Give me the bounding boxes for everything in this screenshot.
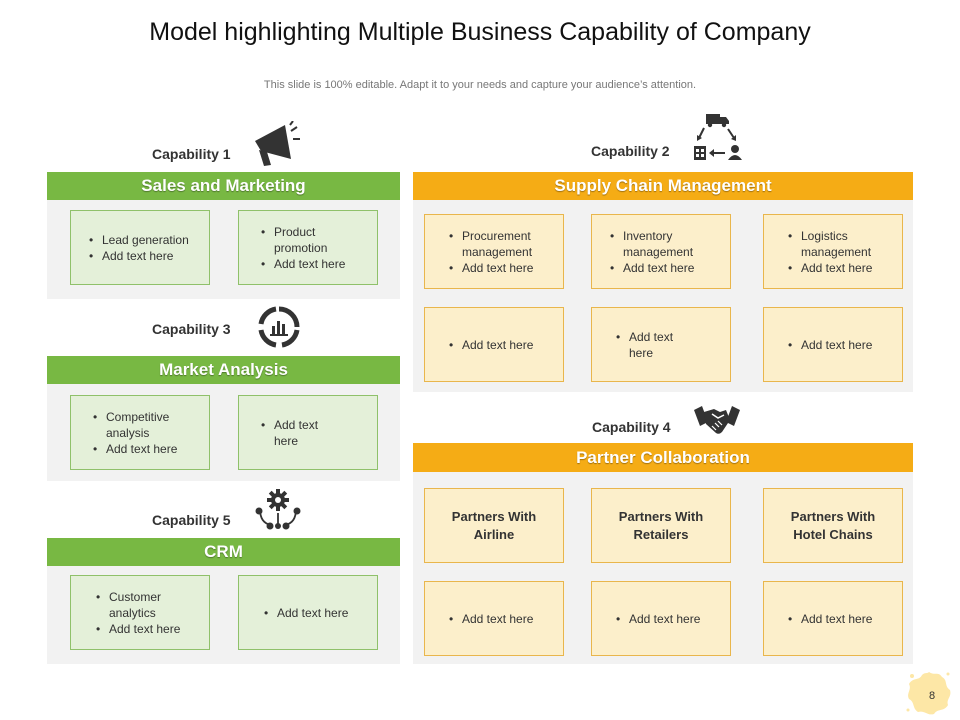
list-item: Add text here (94, 621, 194, 637)
capability-3-panel: Market Analysis Competitive analysis Add… (47, 356, 400, 481)
capability-3-label: Capability 3 (152, 321, 231, 337)
c4-box-1: Add text here (424, 581, 564, 656)
supply-chain-icon (694, 114, 742, 160)
c3-box-1: Competitive analysis Add text here (70, 395, 210, 470)
handshake-icon (694, 406, 740, 434)
capability-4-banner: Partner Collaboration (413, 443, 913, 472)
page-number: 8 (928, 690, 936, 702)
list-item: Competitive analysis (91, 409, 191, 441)
c2-box-6: Add text here (763, 307, 903, 382)
c4-box-3: Add text here (763, 581, 903, 656)
capability-5-panel: CRM Customer analytics Add text here Add… (47, 538, 400, 664)
list-item: Procurement management (447, 228, 547, 260)
list-item: Inventory management (608, 228, 708, 260)
c3-box-2: Add text here (238, 395, 378, 470)
list-item: Add text here (786, 337, 872, 353)
list-item: Add text here (786, 611, 872, 627)
splash-decoration-icon (906, 672, 951, 715)
capability-5-label: Capability 5 (152, 512, 231, 528)
list-item: Add text here (259, 256, 347, 272)
c2-box-1: Procurement management Add text here (424, 214, 564, 289)
capability-2-label: Capability 2 (591, 143, 670, 159)
analytics-cycle-icon (258, 306, 300, 348)
partner-heading: Partners With Retailers (618, 508, 704, 542)
list-item: Add text here (262, 605, 348, 621)
list-item: Add text here (447, 337, 533, 353)
c2-box-5: Add text here (591, 307, 731, 382)
list-item: Customer analytics (94, 589, 194, 621)
capability-2-panel: Supply Chain Management Procurement mana… (413, 172, 913, 392)
list-item: Add text here (608, 260, 708, 276)
partner-heading: Partners With Airline (451, 508, 537, 542)
page-subtitle: This slide is 100% editable. Adapt it to… (263, 79, 697, 91)
c4-head-3: Partners With Hotel Chains (763, 488, 903, 563)
partner-heading: Partners With Hotel Chains (790, 508, 876, 542)
c4-head-2: Partners With Retailers (591, 488, 731, 563)
list-item: Add text here (786, 260, 884, 276)
capability-2-banner: Supply Chain Management (413, 172, 913, 200)
list-item: Add text here (447, 611, 533, 627)
list-item: Lead generation (87, 232, 189, 248)
capability-1-panel: Sales and Marketing Lead generation Add … (47, 172, 400, 299)
capability-1-label: Capability 1 (152, 146, 231, 162)
c2-box-3: Logistics management Add text here (763, 214, 903, 289)
gear-network-icon (255, 489, 301, 530)
c4-head-1: Partners With Airline (424, 488, 564, 563)
c1-box-1: Lead generation Add text here (70, 210, 210, 285)
list-item: Add text here (614, 611, 700, 627)
c5-box-1: Customer analytics Add text here (70, 575, 210, 650)
capability-5-banner: CRM (47, 538, 400, 566)
c2-box-2: Inventory management Add text here (591, 214, 731, 289)
list-item: Add text here (259, 417, 329, 449)
list-item: Add text here (614, 329, 684, 361)
capability-3-banner: Market Analysis (47, 356, 400, 384)
list-item: Logistics management (786, 228, 884, 260)
capability-4-label: Capability 4 (592, 419, 671, 435)
c5-box-2: Add text here (238, 575, 378, 650)
c4-box-2: Add text here (591, 581, 731, 656)
capability-1-banner: Sales and Marketing (47, 172, 400, 200)
c1-box-2: Product promotion Add text here (238, 210, 378, 285)
list-item: Add text here (91, 441, 191, 457)
list-item: Product promotion (259, 224, 347, 256)
list-item: Add text here (87, 248, 189, 264)
capability-4-panel: Partner Collaboration Partners With Airl… (413, 443, 913, 664)
megaphone-icon (255, 121, 300, 166)
page-title: Model highlighting Multiple Business Cap… (149, 18, 811, 46)
list-item: Add text here (447, 260, 547, 276)
c2-box-4: Add text here (424, 307, 564, 382)
